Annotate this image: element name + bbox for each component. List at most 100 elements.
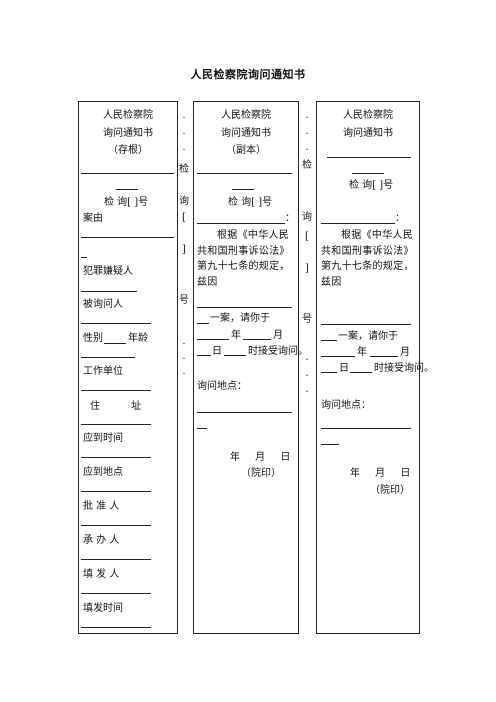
- copy-line: [197, 323, 209, 324]
- notice-time-suffix: 时接受询问。: [374, 363, 434, 374]
- seam-dot: .: [182, 110, 186, 121]
- notice-org: 人民检察院: [343, 110, 393, 121]
- seam-dot: .: [182, 351, 186, 362]
- notice-line: [321, 444, 339, 445]
- notice-colon: ：: [395, 213, 405, 224]
- copy-panel: [193, 101, 299, 634]
- seam-char: 询: [302, 212, 312, 223]
- seam-dot: .: [182, 126, 186, 137]
- document-title: 人民检察院询问通知书: [190, 68, 306, 81]
- seam-char: 检: [302, 160, 312, 171]
- notice-line: [321, 324, 411, 325]
- seam-char: 号: [302, 314, 312, 325]
- stub-line: [81, 491, 151, 492]
- seam-char: [: [305, 231, 309, 242]
- notice-line: [327, 157, 411, 158]
- stub-line: [81, 323, 151, 324]
- stub-field-issuer: 填 发 人: [83, 569, 120, 580]
- stub-line: [81, 257, 87, 258]
- stub-field-gender: 性别: [83, 333, 103, 344]
- notice-line: [352, 173, 384, 174]
- notice-recipient-line: [321, 223, 395, 224]
- copy-body-case: 一案，请你于: [210, 313, 270, 324]
- stub-line: [81, 627, 151, 628]
- copy-line: [232, 189, 254, 190]
- copy-copy-type: （副本）: [226, 145, 266, 156]
- copy-line: [197, 412, 292, 413]
- copy-month: 月: [273, 330, 283, 341]
- copy-recipient-line: [197, 223, 285, 224]
- seam-dot: .: [305, 384, 309, 395]
- copy-doc-name: 询问通知书: [221, 128, 271, 139]
- copy-line: [197, 339, 229, 340]
- stub-org: 人民检察院: [103, 110, 153, 121]
- seam-char: 号: [179, 295, 189, 306]
- notice-body: 根据《中华人民共和国刑事诉讼法》第九十七条的规定，兹因: [321, 230, 414, 288]
- stub-line: [81, 291, 137, 292]
- seam-dot: .: [305, 368, 309, 379]
- notice-line: [350, 372, 372, 373]
- seam-dot: .: [305, 110, 309, 121]
- seam-dot: .: [305, 126, 309, 137]
- stub-field-suspect: 犯罪嫌疑人: [83, 266, 133, 277]
- notice-panel: [316, 101, 420, 634]
- stub-field-report-place: 应到地点: [83, 467, 123, 478]
- stub-line: [81, 424, 151, 425]
- copy-body: 根据《中华人民共和国刑事诉讼法》第九十七条的规定，兹因: [197, 230, 290, 288]
- notice-doc-no: 检 询[ ]号: [349, 180, 394, 191]
- notice-line: [321, 356, 355, 357]
- stub-doc-no: 检 询[ ]号: [104, 197, 149, 208]
- stub-line: [104, 343, 126, 344]
- notice-month: 月: [400, 347, 410, 358]
- notice-line: [321, 340, 337, 341]
- copy-line: [197, 307, 292, 308]
- stub-line: [81, 457, 151, 458]
- notice-doc-name: 询问通知书: [343, 128, 393, 139]
- stub-line: [81, 559, 151, 560]
- notice-year: 年: [357, 347, 367, 358]
- copy-year: 年: [231, 330, 241, 341]
- stub-field-age: 年龄: [128, 333, 148, 344]
- seam-char: [: [182, 212, 186, 223]
- stub-field-questioned: 被询问人: [83, 299, 123, 310]
- seam-dot: .: [182, 142, 186, 153]
- copy-place-label: 询问地点：: [197, 381, 247, 392]
- notice-line: [321, 428, 411, 429]
- stub-line: [81, 357, 135, 358]
- seam-dot: .: [305, 142, 309, 153]
- copy-day: 日: [212, 346, 222, 357]
- seam-dot: .: [182, 366, 186, 377]
- notice-place-label: 询问地点：: [321, 400, 371, 411]
- notice-date-line: 年 月 日: [350, 468, 411, 479]
- stub-field-report-time: 应到时间: [83, 433, 123, 444]
- copy-line: [243, 339, 271, 340]
- notice-body-case: 一案，请你于: [338, 331, 398, 342]
- seam-char: 检: [179, 164, 189, 175]
- copy-org: 人民检察院: [221, 110, 271, 121]
- seam-dot: .: [305, 352, 309, 363]
- copy-seal: （院印）: [241, 468, 281, 479]
- stub-line: [81, 390, 151, 391]
- notice-line: [370, 356, 398, 357]
- notice-seal: （院印）: [370, 485, 410, 496]
- stub-line: [81, 237, 174, 238]
- stub-line: [116, 189, 138, 190]
- copy-date-line: 年 月 日: [230, 452, 291, 463]
- stub-field-case: 案由: [83, 213, 103, 224]
- copy-line: [197, 173, 292, 174]
- copy-doc-no: 检 询[ ]号: [228, 197, 273, 208]
- stub-copy-type: （存根）: [108, 145, 148, 156]
- notice-day: 日: [339, 363, 349, 374]
- seam-char: ]: [182, 244, 186, 255]
- copy-line: [197, 428, 207, 429]
- stub-field-employer: 工作单位: [83, 366, 123, 377]
- seam-char: 询: [179, 196, 189, 207]
- stub-line: [81, 525, 151, 526]
- copy-line: [224, 355, 246, 356]
- stub-doc-name: 询问通知书: [103, 128, 153, 139]
- stub-field-address: 住 址: [90, 401, 156, 412]
- stub-field-approver: 批 准 人: [83, 501, 120, 512]
- seam-char: ]: [305, 263, 309, 274]
- notice-line: [321, 372, 337, 373]
- stub-field-handler: 承 办 人: [83, 535, 120, 546]
